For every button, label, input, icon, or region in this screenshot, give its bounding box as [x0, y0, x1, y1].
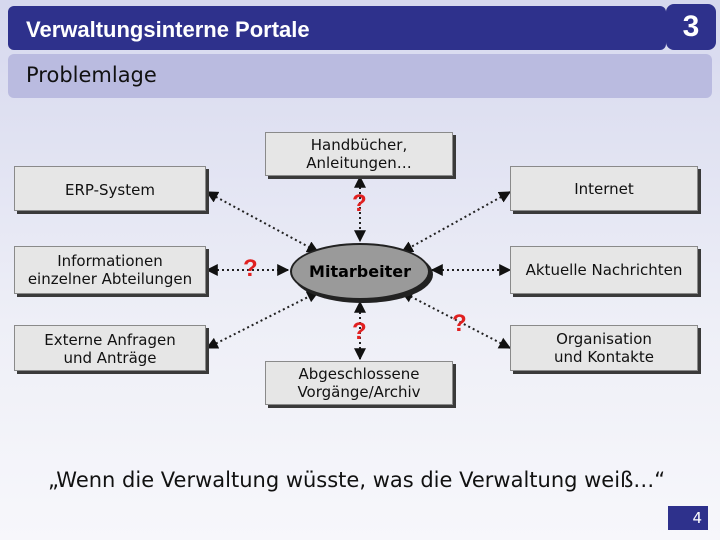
node-internet: Internet — [510, 166, 698, 211]
page-number: 4 — [668, 506, 708, 530]
connector-erp — [205, 191, 320, 253]
node-handbuecher: Handbücher, Anleitungen… — [265, 132, 453, 176]
question-mark-left: ? — [243, 255, 258, 282]
node-anfragen: Externe Anfragen und Anträge — [14, 325, 206, 371]
question-mark-top: ? — [352, 190, 367, 217]
chapter-badge: 3 — [666, 4, 716, 50]
connector-organisation — [400, 291, 512, 349]
node-abteilungen: Informationen einzelner Abteilungen — [14, 246, 206, 294]
subtitle-bar: Problemlage — [8, 54, 712, 98]
slide-title: Verwaltungsinterne Portale — [26, 17, 310, 42]
slide-subtitle: Problemlage — [26, 63, 157, 87]
quote-text: „Wenn die Verwaltung wüsste, was die Ver… — [48, 468, 666, 492]
question-mark-right: ? — [452, 310, 467, 337]
node-organisation: Organisation und Kontakte — [510, 325, 698, 371]
node-nachrichten: Aktuelle Nachrichten — [510, 246, 698, 294]
title-bar: Verwaltungsinterne Portale — [8, 6, 666, 50]
node-archiv: Abgeschlossene Vorgänge/Archiv — [265, 361, 453, 405]
center-node-mitarbeiter: Mitarbeiter — [290, 243, 430, 300]
node-erp-system: ERP-System — [14, 166, 206, 211]
question-mark-bottom: ? — [352, 318, 367, 345]
connector-anfragen — [205, 291, 320, 349]
connector-internet — [400, 191, 512, 253]
